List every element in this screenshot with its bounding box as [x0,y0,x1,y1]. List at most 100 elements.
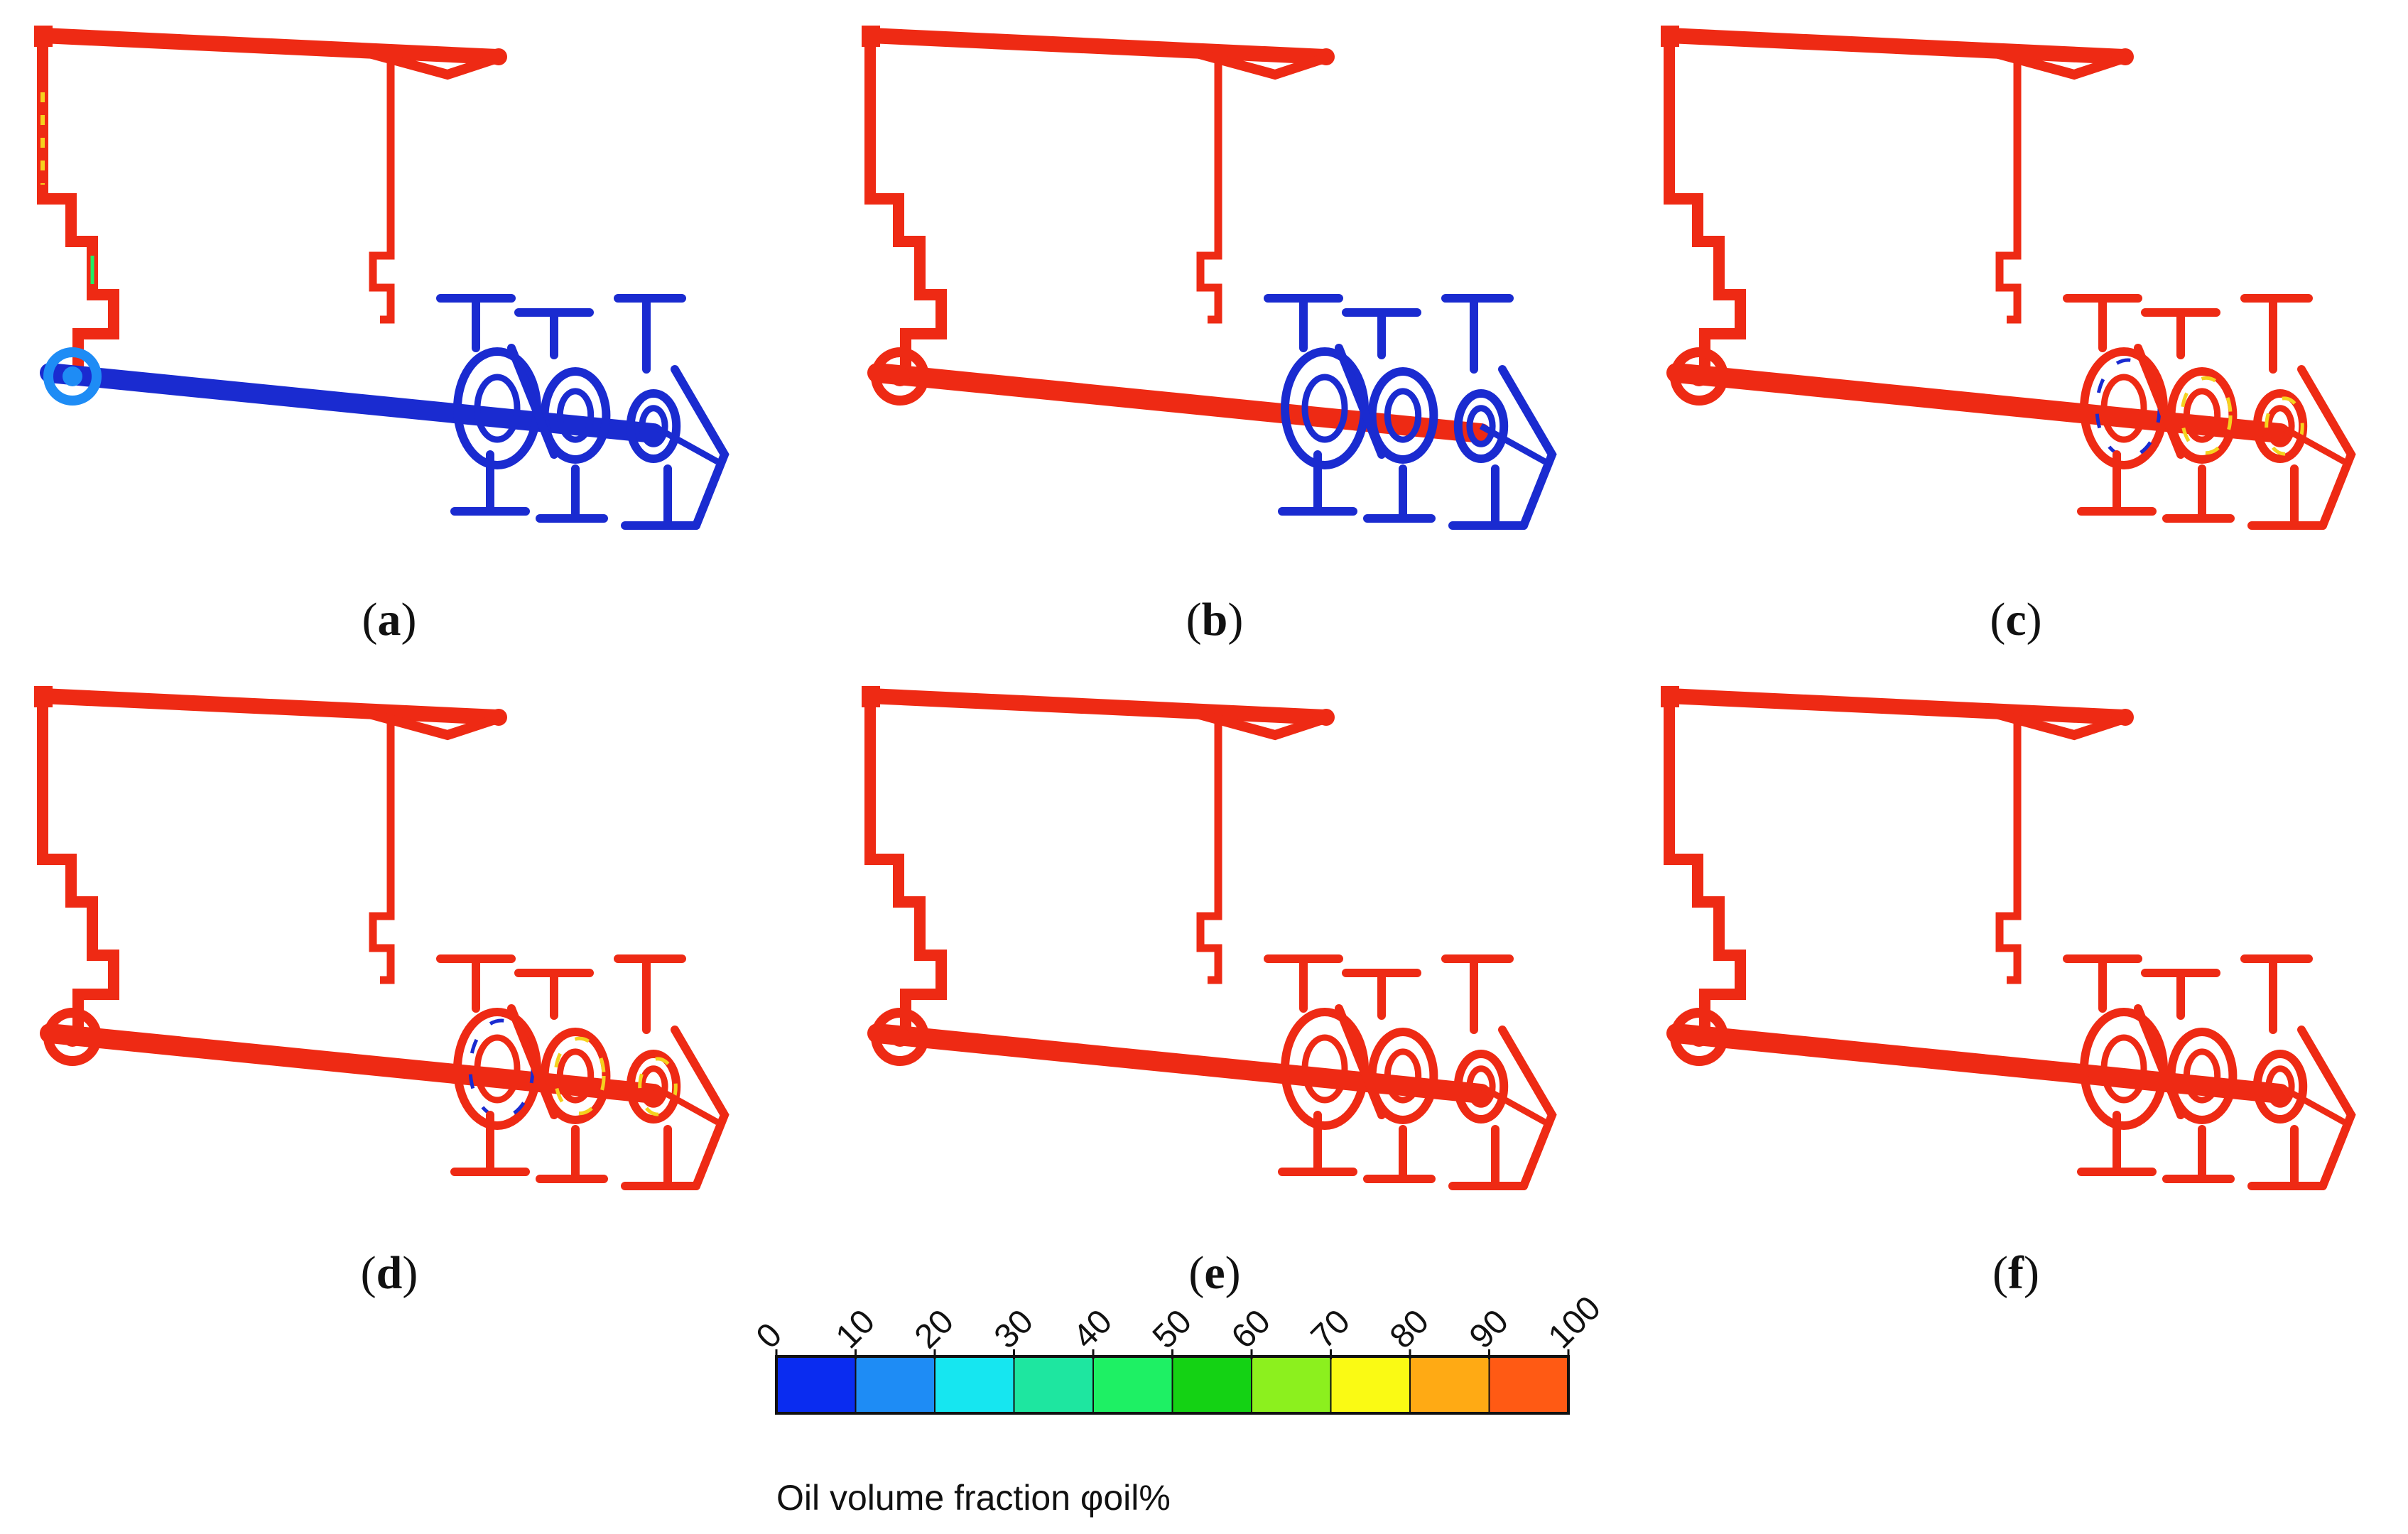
pipe-end [1318,48,1335,65]
left-pipe [1664,43,1746,369]
support-bracket [1441,954,1514,1034]
top-brace [1995,48,2126,80]
support-bracket [536,464,608,523]
top-brace [1195,48,1327,80]
support-bracket [1498,1026,1557,1190]
main-shaft [1666,1023,2290,1104]
support-bracket [614,954,686,1034]
shaft-hub [63,366,82,386]
support-bracket [2162,464,2235,523]
pipe-end [1318,709,1335,726]
support-bracket [507,344,558,459]
shaft-tail [1479,423,1547,464]
support-bracket [514,969,594,1020]
gear-ring [540,367,611,464]
shaft-hub [890,366,910,386]
caption-label-a: a [377,594,401,646]
caption-label-f: f [2008,1247,2024,1299]
gear-mixed-band [553,1036,606,1116]
gear-inner-ring [474,1034,521,1104]
top-pipe [1661,28,2132,65]
gear-ring [626,389,681,463]
left-pipe [864,43,947,369]
legend-tick-label: 100 [1541,1289,1608,1356]
caption-label-b: b [1201,594,1228,646]
gear-inner-ring [2100,1034,2147,1104]
support-bracket [2240,954,2313,1034]
support-bracket [450,1111,530,1176]
support-bracket [1441,294,1514,374]
middle-pipe [1196,57,1222,324]
legend-color-swatch [934,1356,1015,1414]
gear-inner-ring [1301,1034,1348,1104]
gear-mixed-band [2265,396,2304,456]
legend-color-swatch [1013,1356,1094,1414]
support-bracket [2134,1004,2185,1119]
shaft-tail [2278,423,2346,464]
top-brace [368,709,499,741]
support-bracket [2077,1111,2157,1176]
gear-inner-ring [639,1065,668,1108]
legend-tick-label: 10 [828,1302,882,1356]
top-brace [1195,709,1327,741]
legend-tick-label: 60 [1224,1302,1279,1356]
support-bracket [1278,450,1357,516]
top-pipe [1661,688,2132,725]
shaft-hub [63,1027,82,1047]
support-bracket [436,294,516,352]
left-pipe [37,43,119,369]
gear-inner-ring [2265,405,2295,447]
gear-ring [2252,1050,2308,1124]
gear-inner-ring [2100,374,2147,443]
legend-tick-label: 40 [1065,1302,1120,1356]
panel-d [14,675,796,1229]
gear-ring [1367,367,1438,464]
shaft-tail [651,423,720,464]
support-bracket [1278,1111,1357,1176]
gear-ring [2166,367,2238,464]
shaft-hub [1689,366,1709,386]
oil-distribution-diagram-e [862,686,1557,1190]
support-bracket [1264,294,1343,352]
panel-c [1641,14,2408,568]
pipe-end [2117,709,2134,726]
legend-tick-label: 30 [987,1302,1041,1356]
support-bracket [1448,1125,1528,1190]
support-bracket [2162,1125,2235,1183]
legend-tick-label: 90 [1462,1302,1516,1356]
caption-a: (a) [362,594,417,646]
top-brace [368,48,499,80]
support-bracket [1498,365,1557,530]
left-pipe [37,703,119,1030]
support-bracket [671,365,730,530]
support-bracket [1342,969,1421,1020]
legend-color-swatch [1251,1356,1332,1414]
support-bracket [1264,954,1343,1013]
legend-color-swatch [1171,1356,1252,1414]
support-bracket [1363,464,1436,523]
top-pipe [862,688,1333,725]
caption-e: (e) [1188,1247,1241,1299]
gear-inner-ring [1466,405,1496,447]
oil-distribution-diagram-a [34,26,730,530]
support-bracket [514,308,594,359]
oil-distribution-diagram-f [1661,686,2356,1190]
legend-color-swatch [1488,1356,1569,1414]
panel-e [842,675,1623,1229]
gear-inner-ring [639,405,668,447]
shaft-tail [651,1084,720,1125]
caption-c: (c) [1990,594,2042,646]
gear-mixed-band [2180,376,2233,455]
top-pipe [862,28,1333,65]
main-shaft [1666,363,2290,443]
shaft-tail [1479,1084,1547,1125]
oil-distribution-diagram-d [34,686,730,1190]
support-bracket [2240,294,2313,374]
main-shaft [867,1023,1491,1104]
shaft-flange [871,1008,929,1066]
legend-tick-label: 20 [907,1302,962,1356]
gear-inner-ring [2265,1065,2295,1108]
gear-inner-ring [474,374,521,443]
support-bracket [2141,969,2220,1020]
support-bracket [2063,954,2142,1013]
